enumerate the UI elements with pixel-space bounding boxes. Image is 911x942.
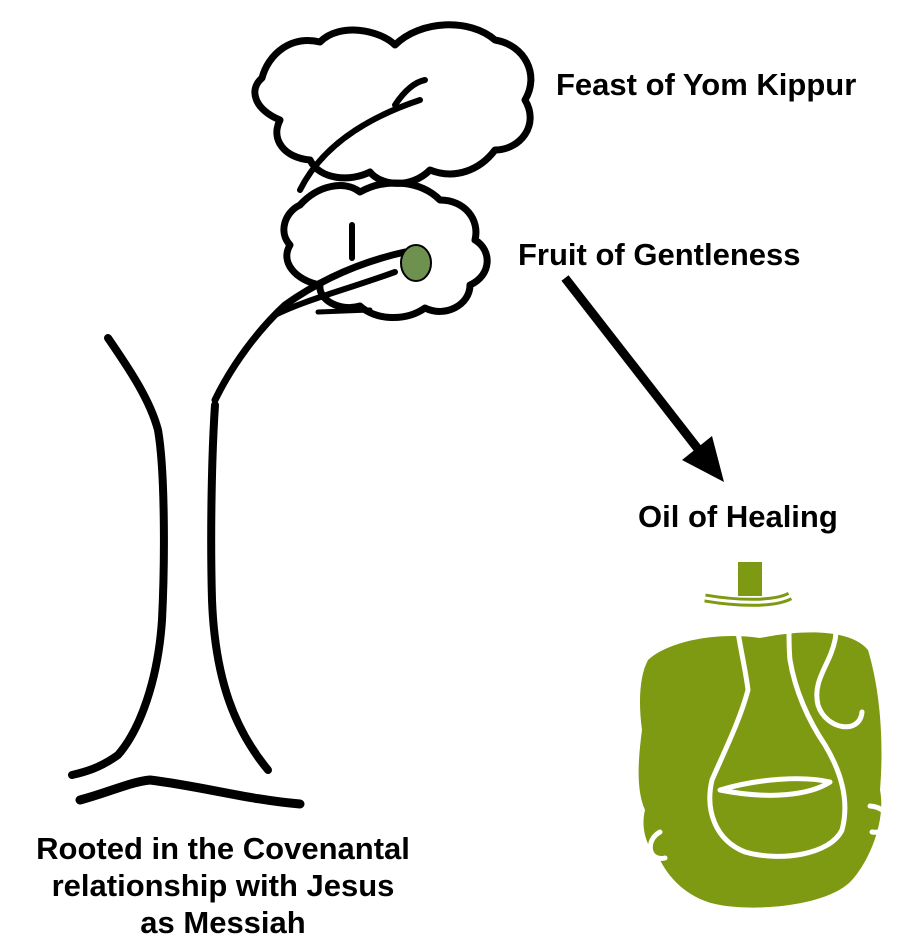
arrow-icon [565, 278, 724, 482]
branch-twig [318, 310, 370, 312]
olive-icon [401, 245, 431, 281]
label-fruit: Fruit of Gentleness [518, 236, 800, 273]
jar-stopper [736, 560, 764, 598]
tree-icon [72, 25, 531, 804]
label-root: Rooted in the Covenantal relationship wi… [0, 830, 446, 941]
oil-jar-icon [639, 560, 888, 908]
trunk-left [72, 338, 164, 775]
tree-base [80, 780, 300, 804]
branch-main [215, 252, 405, 400]
label-feast: Feast of Yom Kippur [556, 66, 856, 103]
label-root-line2: relationship with Jesus [0, 867, 446, 904]
trunk-right [211, 405, 268, 770]
jar-blob [639, 632, 882, 907]
label-root-line1: Rooted in the Covenantal [0, 830, 446, 867]
label-root-line3: as Messiah [0, 904, 446, 941]
label-oil: Oil of Healing [638, 498, 838, 535]
